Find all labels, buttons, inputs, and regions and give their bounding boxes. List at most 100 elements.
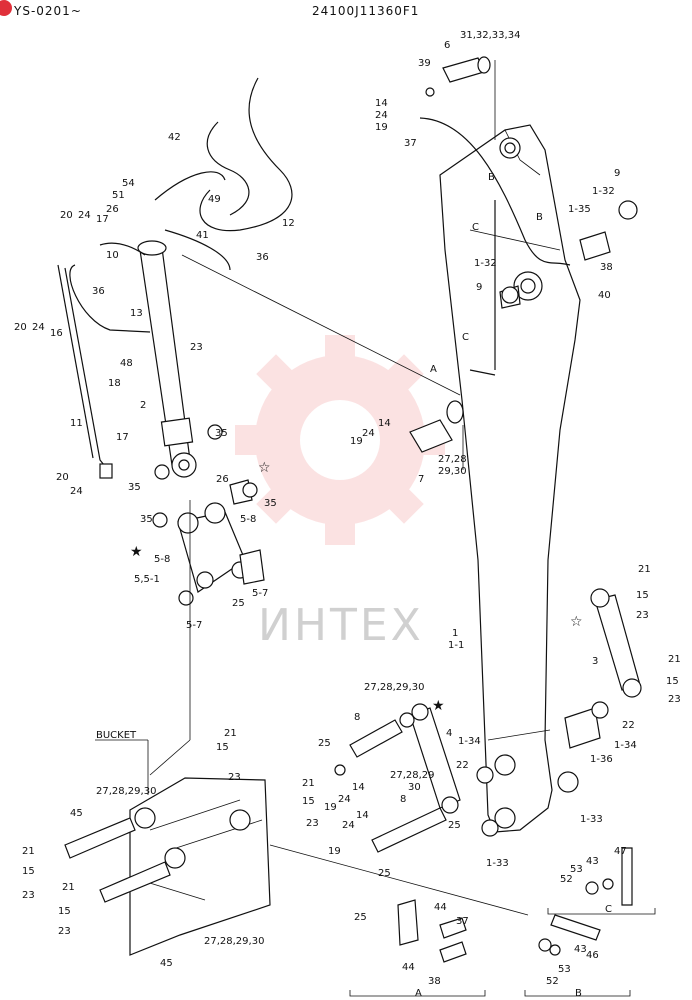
header-part-code: 24100J11360F1 (312, 4, 420, 18)
callout: 9 (476, 282, 482, 293)
callout: 12 (282, 218, 295, 229)
callout: 41 (196, 230, 209, 241)
bucket (64, 777, 271, 956)
callout: 36 (92, 286, 105, 297)
callout: 14 (356, 810, 369, 821)
callout: 1-32 (474, 258, 497, 269)
corner-logo-icon (0, 0, 12, 16)
link-3 (590, 588, 642, 698)
callout: B (488, 172, 495, 183)
callout: 5-8 (154, 554, 170, 565)
callout: 4 (446, 728, 452, 739)
callout: 19 (328, 846, 341, 857)
callout: 25 (354, 912, 367, 923)
callout: 19 (375, 122, 388, 133)
callout-labels: 31,32,33,34 6 39 14 24 19 37 42 49 12 54… (14, 30, 681, 987)
star-solid-2: ★ (432, 698, 445, 714)
bushings-right (476, 200, 638, 837)
callout: 10 (106, 250, 119, 261)
callout: 18 (108, 378, 121, 389)
callout: 23 (228, 772, 241, 783)
callout: 27,28,29 (390, 770, 435, 781)
callout: 15 (216, 742, 229, 753)
callout: 2 (140, 400, 146, 411)
callout: 1-32 (592, 186, 615, 197)
callout: 1-35 (568, 204, 591, 215)
callout: 22 (622, 720, 635, 731)
callout: 7 (418, 474, 424, 485)
callout: 1-33 (486, 858, 509, 869)
callout: 24 (70, 486, 83, 497)
callout: 25 (378, 868, 391, 879)
callout: 27,28,29,30 (364, 682, 424, 693)
callout: 35 (264, 498, 277, 509)
callout: 11 (70, 418, 83, 429)
assembly-lines (95, 60, 529, 916)
callout: 25 (232, 598, 245, 609)
callout: 15 (58, 906, 71, 917)
callout: 53 (570, 864, 583, 875)
callout: 21 (668, 654, 681, 665)
callout: 1-1 (448, 640, 464, 651)
callout: 14 (352, 782, 365, 793)
callout: 46 (586, 950, 599, 961)
callout: 23 (636, 610, 649, 621)
label-section-a: A (415, 988, 422, 999)
callout: 15 (666, 676, 679, 687)
label-bucket: BUCKET (96, 730, 137, 741)
callout: 36 (256, 252, 269, 263)
callout: 8 (400, 794, 406, 805)
callout: 1-34 (614, 740, 637, 751)
star-solid-1: ★ (130, 544, 143, 560)
star-markers: ☆ ★ ☆ ★ (130, 460, 583, 714)
callout: 1-33 (580, 814, 603, 825)
callout: 38 (428, 976, 441, 987)
callout: 38 (600, 262, 613, 273)
washers-35 (152, 424, 258, 606)
label-section-b: B (575, 988, 582, 999)
callout: 1-36 (590, 754, 613, 765)
callout: 44 (434, 902, 447, 913)
pins-8 (334, 712, 447, 853)
detail-c (547, 847, 656, 915)
callout: 45 (160, 958, 173, 969)
callout: 15 (22, 866, 35, 877)
callout: 23 (668, 694, 681, 705)
hoses (69, 77, 571, 376)
callout: 15 (302, 796, 315, 807)
callout: 24 (375, 110, 388, 121)
callout: C (462, 332, 469, 343)
callout: 45 (70, 808, 83, 819)
callout: 5,5-1 (134, 574, 160, 585)
callout: 47 (614, 846, 627, 857)
callout: 25 (318, 738, 331, 749)
callout: 23 (190, 342, 203, 353)
callout: 39 (418, 58, 431, 69)
callout: 20 (60, 210, 73, 221)
callout: 1-34 (458, 736, 481, 747)
callout: 26 (216, 474, 229, 485)
callout: 35 (128, 482, 141, 493)
callout: 27,28,29,30 (204, 936, 264, 947)
callout: 52 (560, 874, 573, 885)
arm-body (439, 124, 581, 833)
callout: 44 (402, 962, 415, 973)
detail-a (349, 899, 486, 997)
callout: 21 (302, 778, 315, 789)
watermark-text: ИНТЕХ (258, 600, 424, 651)
callout: 26 (106, 204, 119, 215)
callout: 1 (452, 628, 458, 639)
callout: 53 (558, 964, 571, 975)
callout: 24 (362, 428, 375, 439)
star-outline-1: ☆ (258, 460, 271, 476)
callout: A (430, 364, 437, 375)
callout: 23 (58, 926, 71, 937)
callout: 14 (378, 418, 391, 429)
callout: 24 (78, 210, 91, 221)
callout: 30 (408, 782, 421, 793)
callout: 31,32,33,34 (460, 30, 520, 41)
callout: 17 (116, 432, 129, 443)
callout: C (472, 222, 479, 233)
label-section-c: C (605, 904, 612, 915)
callout: 29,30 (438, 466, 467, 477)
